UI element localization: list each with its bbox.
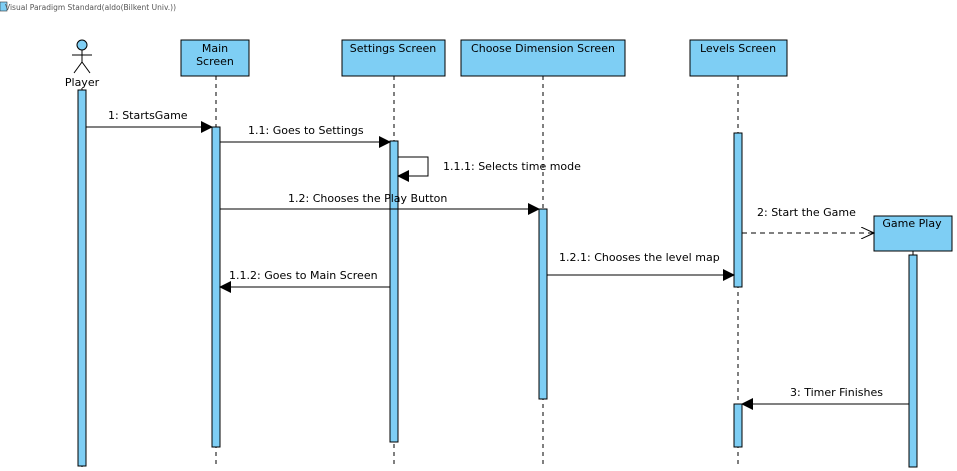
activation-main xyxy=(211,126,221,448)
participant-gameplay[interactable]: Game Play xyxy=(873,215,953,252)
participant-settings[interactable]: Settings Screen xyxy=(341,39,446,77)
message-label-m4: 1.2: Chooses the Play Button xyxy=(288,192,447,205)
watermark: Visual Paradigm Standard(aldo(Bilkent Un… xyxy=(0,1,176,12)
activation-dimension xyxy=(538,208,548,400)
activation-actor xyxy=(77,89,87,467)
activation-gameplay xyxy=(908,254,918,468)
participant-main[interactable]: Main Screen xyxy=(180,39,250,77)
lifelines xyxy=(81,76,914,467)
activation-levels-1 xyxy=(733,132,743,288)
messages xyxy=(86,121,909,410)
message-arrow-m3 xyxy=(397,156,429,182)
participant-levels-label: Levels Screen xyxy=(700,42,776,55)
activation-levels-2 xyxy=(733,403,743,448)
watermark-text: Visual Paradigm Standard(aldo(Bilkent Un… xyxy=(5,3,176,12)
message-label-m8: 3: Timer Finishes xyxy=(790,386,883,399)
message-label-m6: 1.2.1: Chooses the level map xyxy=(559,251,720,264)
actor-label: Player xyxy=(65,76,100,89)
message-label-m5: 2: Start the Game xyxy=(757,206,856,219)
message-label-m2: 1.1: Goes to Settings xyxy=(248,124,364,137)
participant-dimension-label: Choose Dimension Screen xyxy=(471,42,615,55)
actor-player[interactable]: Player xyxy=(65,39,100,89)
message-label-m3: 1.1.1: Selects time mode xyxy=(443,160,581,173)
participant-main-label-1: Main xyxy=(202,42,228,55)
participant-dimension[interactable]: Choose Dimension Screen xyxy=(460,39,626,77)
message-label-m1: 1: StartsGame xyxy=(108,109,188,122)
participant-gameplay-label: Game Play xyxy=(882,217,942,230)
activations xyxy=(77,89,918,468)
message-label-m7: 1.1.2: Goes to Main Screen xyxy=(229,269,378,282)
participant-settings-label: Settings Screen xyxy=(350,42,436,55)
actor-head xyxy=(76,39,88,51)
participant-levels[interactable]: Levels Screen xyxy=(689,39,788,77)
participant-main-label-2: Screen xyxy=(196,55,234,68)
message-labels: 1: StartsGame 1.1: Goes to Settings 1.1.… xyxy=(108,109,883,399)
activation-settings xyxy=(389,140,399,443)
